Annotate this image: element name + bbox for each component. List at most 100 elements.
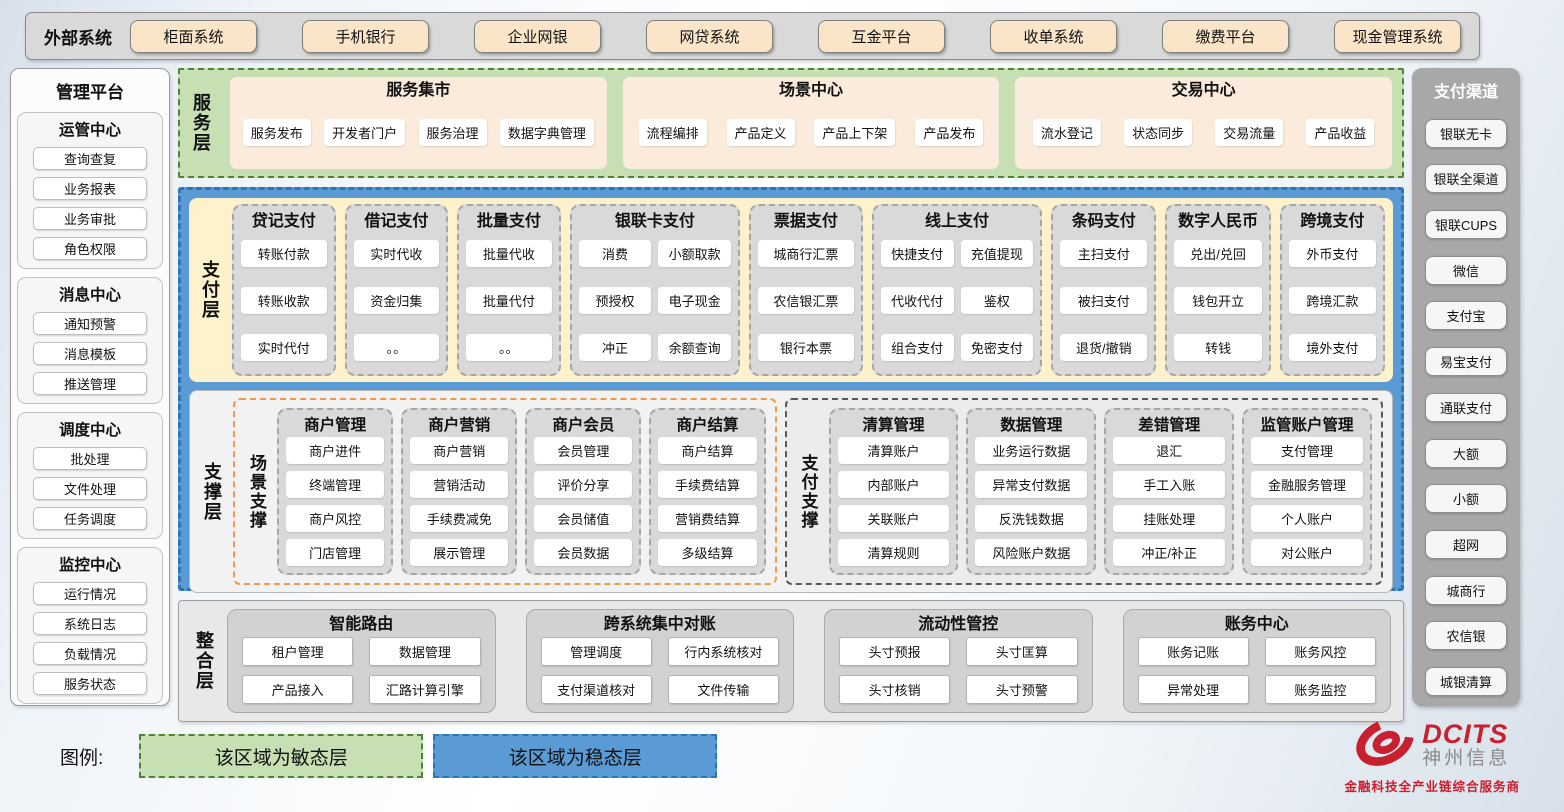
module-box: 头寸核销	[839, 675, 951, 704]
integration-layer-label: 整合层	[194, 631, 214, 691]
payment-group-title: 贷记支付	[251, 213, 316, 230]
payment-channel-box: 大额	[1425, 438, 1507, 468]
module-box: 鉴权	[960, 286, 1034, 314]
payment-channel-box: 银联CUPS	[1425, 210, 1507, 240]
management-group-title: 监控中心	[58, 557, 121, 574]
payment-group: 数字人民币兑出/兑回钱包开立转钱	[1165, 204, 1271, 376]
payment-group-items: 实时代收资金归集。。	[353, 233, 440, 367]
integration-section-title: 流动性管控	[918, 616, 999, 633]
module-box: 会员储值	[534, 505, 633, 532]
payment-group: 票据支付城商行汇票农信银汇票银行本票	[749, 204, 863, 376]
module-box: 主扫支付	[1060, 239, 1148, 267]
support-group-items: 会员管理评价分享会员储值会员数据	[534, 437, 633, 566]
module-box: 资金归集	[353, 286, 440, 314]
support-group-title: 商户管理	[304, 417, 367, 434]
external-system-box: 互金平台	[818, 19, 945, 53]
support-group: 差错管理退汇手工入账挂账处理冲正/补正	[1104, 408, 1235, 575]
module-box: 城商行汇票	[758, 239, 854, 267]
payment-group: 贷记支付转账付款转账收款实时代付	[232, 204, 336, 376]
service-layer: 服务层 服务集市服务发布开发者门户服务治理数据字典管理场景中心流程编排产品定义产…	[178, 68, 1404, 178]
management-group: 消息中心通知预警消息模板推送管理	[17, 277, 163, 404]
external-systems-bar: 外部系统 柜面系统手机银行企业网银网贷系统互金平台收单系统缴费平台现金管理系统	[25, 12, 1480, 60]
module-box: 文件传输	[667, 675, 779, 704]
module-box: 系统日志	[33, 612, 147, 635]
module-box: 实时代付	[241, 333, 327, 361]
module-box: 实时代收	[353, 239, 440, 267]
support-layer-label: 支撑层	[202, 461, 222, 522]
module-box: 产品接入	[242, 675, 354, 704]
scene-support-label: 场景支撑	[247, 453, 266, 530]
module-box: 手工入账	[1113, 471, 1226, 498]
module-box: 清算账户	[837, 437, 950, 464]
payment-group-items: 主扫支付被扫支付退货/撤销	[1060, 233, 1148, 367]
module-box: 头寸匡算	[966, 637, 1078, 666]
module-box: 充值提现	[960, 239, 1034, 267]
module-box: 多级结算	[658, 539, 757, 566]
payment-group-title: 借记支付	[364, 213, 429, 230]
support-group: 数据管理业务运行数据异常支付数据反洗钱数据风险账户数据	[966, 408, 1097, 575]
module-box: 数据字典管理	[499, 119, 594, 146]
module-box: 服务治理	[418, 119, 487, 146]
payment-group-items: 批量代收批量代付。。	[466, 233, 552, 367]
main-row: 管理平台 运管中心查询查复业务报表业务审批角色权限消息中心通知预警消息模板推送管…	[10, 68, 1564, 722]
module-box: 展示管理	[410, 539, 509, 566]
module-box: 查询查复	[33, 147, 147, 170]
module-box: 预授权	[578, 286, 652, 314]
support-group-items: 商户营销营销活动手续费减免展示管理	[410, 437, 509, 566]
integration-section-items: 头寸预报头寸匡算头寸核销头寸预警	[839, 637, 1078, 704]
module-box: 。。	[353, 333, 440, 361]
module-box: 终端管理	[286, 471, 385, 498]
module-box: 支付管理	[1251, 437, 1363, 464]
support-group-items: 业务运行数据异常支付数据反洗钱数据风险账户数据	[975, 437, 1088, 566]
module-box: 文件处理	[33, 477, 147, 500]
module-box: 风险账户数据	[975, 539, 1088, 566]
payment-group-title: 线上支付	[924, 213, 989, 230]
payment-group-title: 银联卡支付	[614, 213, 695, 230]
payment-support-label: 支付支撑	[798, 453, 818, 530]
module-box: 流水登记	[1032, 119, 1101, 146]
support-group: 商户营销商户营销营销活动手续费减免展示管理	[401, 408, 518, 575]
integration-section-title: 跨系统集中对账	[603, 616, 716, 633]
external-system-box: 企业网银	[474, 19, 601, 53]
module-box: 服务发布	[242, 119, 311, 146]
integration-section-title: 账务中心	[1224, 616, 1289, 633]
module-box: 电子现金	[658, 286, 731, 314]
module-box: 业务运行数据	[975, 437, 1088, 464]
module-box: 流程编排	[638, 119, 707, 146]
module-box: 钱包开立	[1174, 286, 1262, 314]
management-group: 调度中心批处理文件处理任务调度	[17, 412, 163, 539]
module-box: 被扫支付	[1060, 286, 1148, 314]
management-group: 运管中心查询查复业务报表业务审批角色权限	[17, 112, 163, 269]
module-box: 产品收益	[1306, 119, 1375, 146]
module-box: 门店管理	[286, 539, 385, 566]
payment-channel-box: 城银清算	[1425, 666, 1507, 696]
module-box: 批量代收	[466, 239, 552, 267]
module-box: 租户管理	[242, 637, 354, 666]
module-box: 手续费减免	[410, 505, 509, 532]
payment-channel-box: 农信银	[1425, 621, 1507, 651]
stable-region: 支付层 贷记支付转账付款转账收款实时代付借记支付实时代收资金归集。。批量支付批量…	[178, 187, 1404, 593]
legend-stable-layer: 该区域为稳态层	[433, 734, 718, 778]
module-box: 角色权限	[33, 237, 147, 260]
module-box: 境外支付	[1288, 333, 1376, 361]
external-system-box: 手机银行	[302, 19, 429, 53]
module-box: 营销费结算	[658, 505, 757, 532]
payment-group-items: 兑出/兑回钱包开立转钱	[1174, 233, 1262, 367]
module-box: 小额取款	[658, 239, 731, 267]
module-box: 头寸预报	[839, 637, 951, 666]
payment-channel-box: 通联支付	[1425, 392, 1507, 422]
module-box: 内部账户	[837, 471, 950, 498]
module-box: 推送管理	[33, 372, 147, 395]
module-box: 农信银汇票	[758, 286, 854, 314]
support-group: 商户管理商户进件终端管理商户风控门店管理	[277, 408, 394, 575]
integration-section-items: 租户管理数据管理产品接入汇路计算引擎	[242, 637, 481, 704]
module-box: 数据管理	[369, 637, 481, 666]
module-box: 评价分享	[534, 471, 633, 498]
payment-layer: 支付层 贷记支付转账付款转账收款实时代付借记支付实时代收资金归集。。批量支付批量…	[189, 198, 1393, 382]
payment-channel-box: 支付宝	[1425, 301, 1507, 331]
module-box: 商户进件	[286, 437, 385, 464]
module-box: 跨境汇款	[1288, 286, 1376, 314]
payment-channels-title: 支付渠道	[1433, 84, 1498, 101]
integration-section: 跨系统集中对账管理调度行内系统核对支付渠道核对文件传输	[525, 609, 794, 713]
